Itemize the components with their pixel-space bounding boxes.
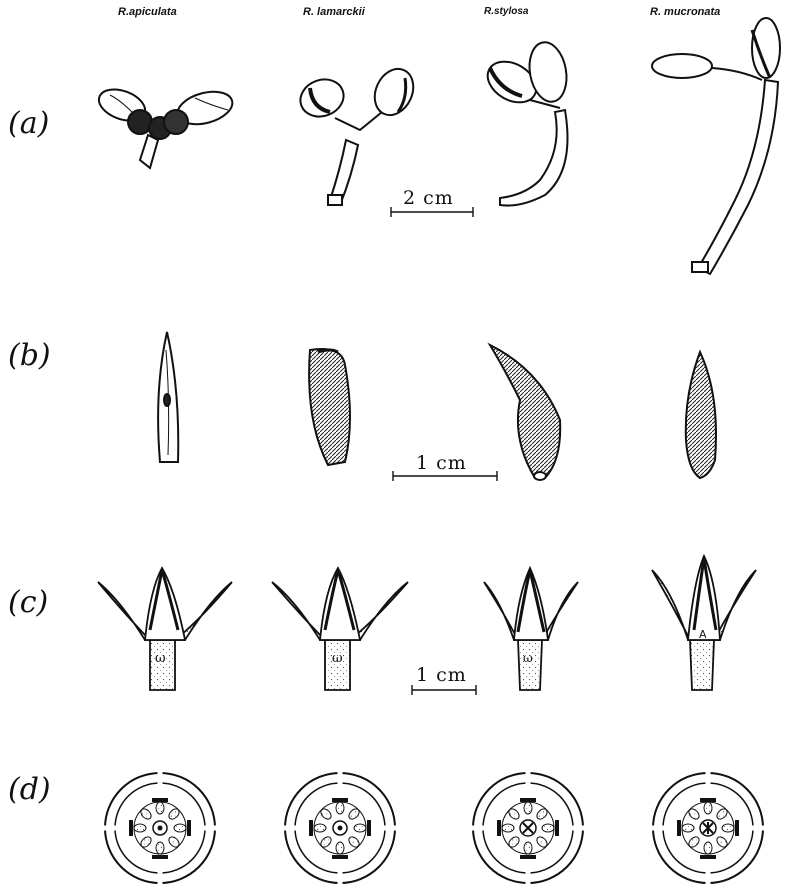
- bud-stylosa: [480, 39, 570, 205]
- scale-bar-a: [391, 207, 473, 217]
- flower-section-mucronata: A: [652, 556, 756, 690]
- floral-diagram-mucronata: [650, 770, 766, 886]
- svg-text:ω: ω: [523, 651, 533, 665]
- calyx-lobe-mucronata: [686, 352, 716, 478]
- calyx-lobe-lamarckii: [309, 349, 350, 465]
- floral-diagram-lamarckii: [282, 770, 398, 886]
- bud-lamarckii: [295, 63, 420, 205]
- calyx-lobe-apiculata: [158, 332, 178, 462]
- calyx-lobe-stylosa: [490, 345, 560, 480]
- floral-diagram-stylosa: [470, 770, 586, 886]
- svg-text:ω: ω: [332, 651, 343, 666]
- flower-section-lamarckii: ω: [272, 568, 408, 690]
- svg-text:A: A: [699, 628, 707, 641]
- bud-mucronata: [652, 18, 780, 274]
- svg-text:ω: ω: [155, 651, 166, 666]
- bud-apiculata: [95, 84, 236, 168]
- scale-bar-b: [393, 471, 497, 481]
- floral-diagram-apiculata: [102, 770, 218, 886]
- flower-section-stylosa: ω: [484, 568, 578, 690]
- flower-section-apiculata: ω: [98, 568, 232, 690]
- scale-bar-c: [412, 685, 476, 695]
